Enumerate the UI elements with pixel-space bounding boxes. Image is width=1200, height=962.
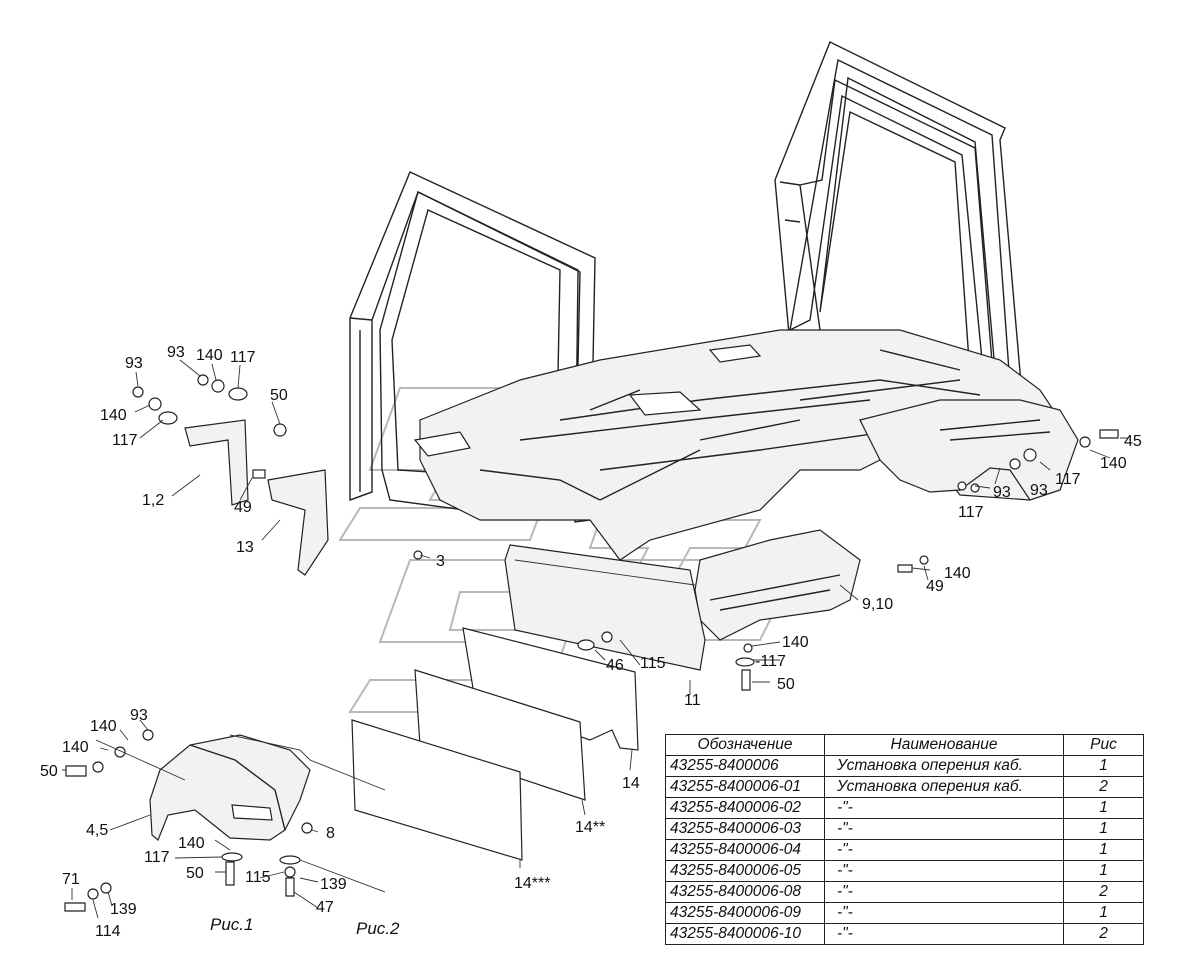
cell-designation: 43255-8400006-04 bbox=[665, 839, 825, 861]
table-row: 43255-8400006-08 -"- 2 bbox=[665, 881, 1144, 903]
cell-designation: 43255-8400006-03 bbox=[665, 818, 825, 840]
table-row: 43255-8400006-04 -"- 1 bbox=[665, 839, 1144, 861]
callout-50: 50 bbox=[186, 865, 204, 882]
cell-name: -"- bbox=[824, 923, 1064, 945]
callout-50: 50 bbox=[270, 387, 288, 404]
callout-139: 139 bbox=[110, 901, 137, 918]
callout-140: 140 bbox=[90, 718, 117, 735]
callout-47: 47 bbox=[316, 899, 334, 916]
callout-93: 93 bbox=[1030, 482, 1048, 499]
callout-117: 117 bbox=[1055, 471, 1081, 488]
cell-designation: 43255-8400006-09 bbox=[665, 902, 825, 924]
table-row: 43255-8400006-09 -"- 1 bbox=[665, 902, 1144, 924]
cell-figure: 1 bbox=[1063, 839, 1144, 861]
fasteners bbox=[64, 374, 1119, 912]
callout-93: 93 bbox=[993, 484, 1011, 501]
table-header-row: Обозначение Наименование Рис bbox=[665, 734, 1144, 756]
callout-140: 140 bbox=[178, 835, 205, 852]
cell-figure: 1 bbox=[1063, 902, 1144, 924]
variants-table: Обозначение Наименование Рис 43255-84000… bbox=[665, 734, 1144, 945]
cell-name: -"- bbox=[824, 797, 1064, 819]
callout-3: 3 bbox=[436, 553, 445, 570]
callout-8: 8 bbox=[326, 825, 335, 842]
callout-117: 117 bbox=[112, 432, 138, 449]
cell-figure: 1 bbox=[1063, 818, 1144, 840]
callout-140: 140 bbox=[62, 739, 89, 756]
callout-9-10: 9,10 bbox=[862, 596, 893, 613]
cell-name: -"- bbox=[824, 860, 1064, 882]
callout-4-5: 4,5 bbox=[86, 822, 108, 839]
cell-designation: 43255-8400006-02 bbox=[665, 797, 825, 819]
callout-117: -117 bbox=[755, 653, 786, 670]
figure-caption-1: Рис.1 bbox=[210, 915, 253, 934]
callout-140: 140 bbox=[100, 407, 127, 424]
callout-14-double-star: 14** bbox=[575, 819, 605, 836]
figure-caption-2: Рис.2 bbox=[356, 919, 400, 938]
callout-140: 140 bbox=[782, 634, 809, 651]
table-row: 43255-8400006-03 -"- 1 bbox=[665, 818, 1144, 840]
table-row: 43255-8400006-10 -"- 2 bbox=[665, 923, 1144, 945]
cell-figure: 1 bbox=[1063, 797, 1144, 819]
cell-name: -"- bbox=[824, 839, 1064, 861]
cell-name: -"- bbox=[824, 881, 1064, 903]
callout-71: 71 bbox=[62, 871, 80, 888]
callout-117: 117 bbox=[230, 349, 256, 366]
cell-figure: 1 bbox=[1063, 755, 1144, 777]
cell-name: -"- bbox=[824, 818, 1064, 840]
cell-figure: 2 bbox=[1063, 923, 1144, 945]
header-figure: Рис bbox=[1063, 734, 1144, 756]
table-row: 43255-8400006-02 -"- 1 bbox=[665, 797, 1144, 819]
table-row: 43255-8400006-05 -"- 1 bbox=[665, 860, 1144, 882]
callout-140: 140 bbox=[1100, 455, 1127, 472]
callout-93: 93 bbox=[167, 344, 185, 361]
callout-labels: 93 93 140 117 140 117 50 1,2 49 13 3 45 … bbox=[40, 344, 1142, 940]
callout-117: 117 bbox=[958, 504, 984, 521]
header-name: Наименование bbox=[824, 734, 1064, 756]
cell-designation: 43255-8400006-08 bbox=[665, 881, 825, 903]
callout-49: 49 bbox=[926, 578, 944, 595]
callout-140: 140 bbox=[196, 347, 223, 364]
cell-name: Установка оперения каб. bbox=[824, 776, 1064, 798]
cell-name: Установка оперения каб. bbox=[824, 755, 1064, 777]
callout-14: 14 bbox=[622, 775, 640, 792]
callout-93: 93 bbox=[130, 707, 148, 724]
callout-139: 139 bbox=[320, 876, 347, 893]
cell-designation: 43255-8400006-01 bbox=[665, 776, 825, 798]
cell-name: -"- bbox=[824, 902, 1064, 924]
callout-114: 114 bbox=[95, 923, 121, 940]
cell-figure: 2 bbox=[1063, 776, 1144, 798]
cell-figure: 2 bbox=[1063, 881, 1144, 903]
callout-117: 117 bbox=[144, 849, 170, 866]
callout-14-triple-star: 14*** bbox=[514, 875, 550, 892]
callout-140: 140 bbox=[944, 565, 971, 582]
callout-93: 93 bbox=[125, 355, 143, 372]
leader-lines bbox=[62, 359, 1128, 919]
callout-115: 115 bbox=[245, 869, 271, 886]
table-row: 43255-8400006-01 Установка оперения каб.… bbox=[665, 776, 1144, 798]
callout-45: 45 bbox=[1124, 433, 1142, 450]
callout-11: 11 bbox=[684, 692, 701, 709]
header-designation: Обозначение bbox=[665, 734, 825, 756]
cell-designation: 43255-8400006 bbox=[665, 755, 825, 777]
callout-115: 115 bbox=[640, 655, 666, 672]
callout-49: 49 bbox=[234, 499, 252, 516]
callout-50: 50 bbox=[777, 676, 795, 693]
table-row: 43255-8400006 Установка оперения каб. 1 bbox=[665, 755, 1144, 777]
cell-designation: 43255-8400006-05 bbox=[665, 860, 825, 882]
cell-designation: 43255-8400006-10 bbox=[665, 923, 825, 945]
cab-frame bbox=[62, 41, 1128, 919]
callout-1-2: 1,2 bbox=[142, 492, 164, 509]
callout-13: 13 bbox=[236, 539, 254, 556]
cell-figure: 1 bbox=[1063, 860, 1144, 882]
callout-46: 46 bbox=[606, 657, 624, 674]
callout-50: 50 bbox=[40, 763, 58, 780]
